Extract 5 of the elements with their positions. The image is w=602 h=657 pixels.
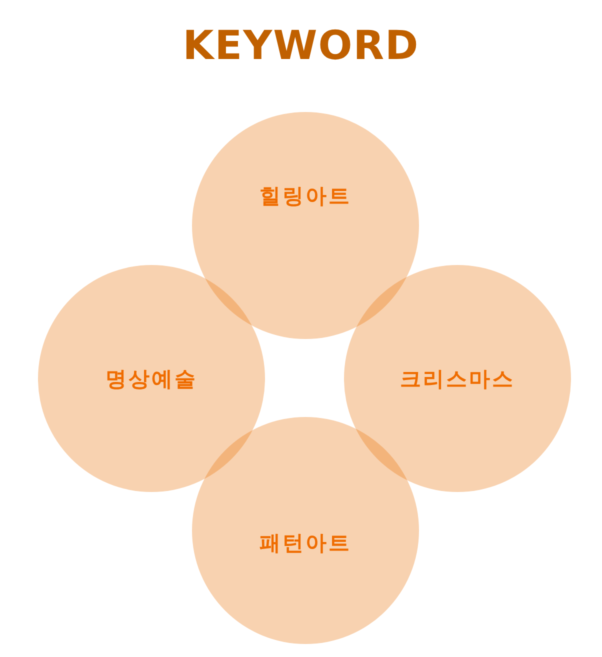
keyword-label: 명상예술: [106, 366, 198, 392]
title: KEYWORD: [182, 22, 420, 70]
keyword-label: 크리스마스: [400, 366, 515, 392]
keyword-label: 패턴아트: [260, 530, 352, 556]
keyword-label: 힐링아트: [260, 182, 352, 208]
